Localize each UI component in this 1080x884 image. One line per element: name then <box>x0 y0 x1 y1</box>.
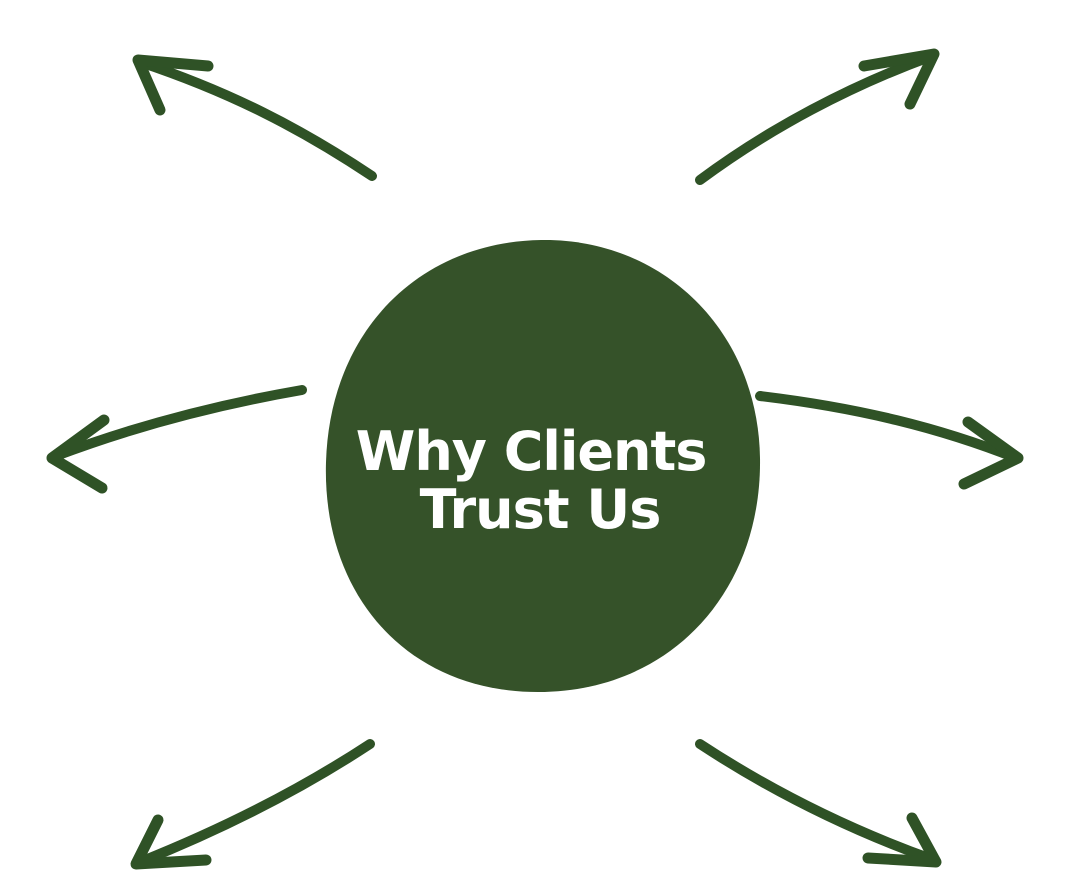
arrow-middle-right <box>755 391 1024 490</box>
arrow-top-left <box>132 54 377 181</box>
center-title-line-1: Why Clients <box>356 420 707 483</box>
center-title-line-2: Trust Us <box>420 478 661 541</box>
center-circle <box>325 239 761 692</box>
center-title: Why Clients Trust Us <box>356 420 725 541</box>
arrow-bottom-left <box>130 739 375 870</box>
arrow-middle-left <box>46 385 307 494</box>
arrow-top-right <box>695 48 940 185</box>
arrow-bottom-right <box>695 739 942 868</box>
